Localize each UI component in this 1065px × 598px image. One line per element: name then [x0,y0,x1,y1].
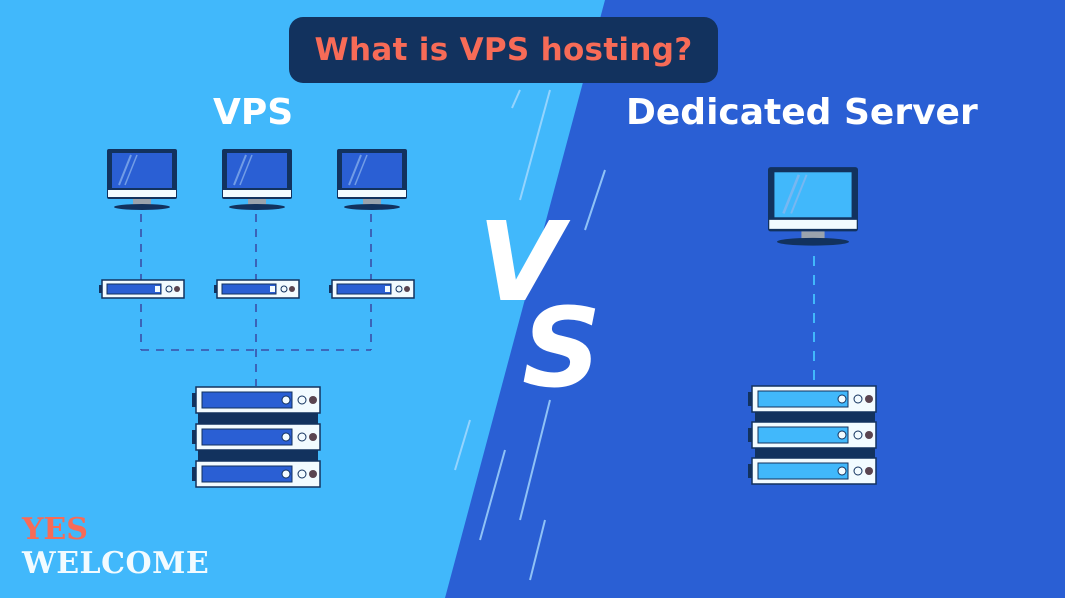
versus-label: V S [478,198,608,412]
page-title: What is VPS hosting? [314,32,693,68]
dedicated-server-icon [748,385,877,485]
brand-logo: YES WELCOME [22,515,209,579]
right-panel-background [445,0,1065,598]
title-banner: What is VPS hosting? [289,17,718,83]
logo-line1: YES [22,512,88,547]
vps-heading: VPS [213,92,294,133]
vps-unit-icon [214,279,300,299]
versus-v: V [478,198,564,326]
vps-unit-icon [329,279,415,299]
logo-line2: WELCOME [22,546,210,581]
dedicated-server-heading: Dedicated Server [626,92,978,133]
speed-streaks [454,89,606,581]
vps-host-server-icon [192,386,321,488]
vps-unit-icon [99,279,185,299]
versus-s: S [522,284,602,412]
